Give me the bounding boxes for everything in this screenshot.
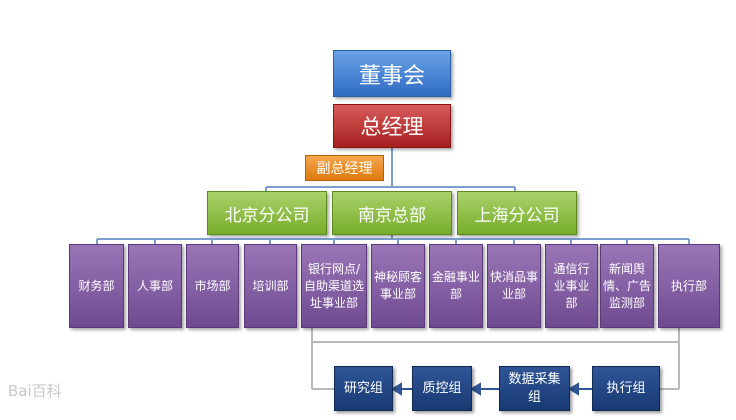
dept-finance-business: 金融事业部 [429,244,483,328]
dept-bank-site-selection: 银行网点/自助渠道选址事业部 [301,244,367,328]
dept-news-ad-monitoring: 新闻舆情、广告监测部 [600,244,654,328]
dept-execution: 执行部 [658,244,720,328]
watermark-logo: Bai百科 [8,382,62,400]
branch-beijing: 北京分公司 [207,191,327,235]
general-manager-box: 总经理 [333,104,451,148]
dept-finance: 财务部 [69,244,124,328]
dept-hr: 人事部 [128,244,182,328]
dept-fmcg: 快消品事业部 [487,244,541,328]
deputy-gm-box: 副总经理 [305,155,384,181]
group-quality-control: 质控组 [412,366,472,411]
dept-mystery-shopper: 神秘顾客事业部 [371,244,425,328]
branch-nanjing: 南京总部 [332,191,452,235]
dept-telecom: 通信行业事业部 [545,244,598,328]
branch-shanghai: 上海分公司 [457,191,577,235]
dept-marketing: 市场部 [186,244,239,328]
group-execution: 执行组 [592,366,660,411]
group-research: 研究组 [334,366,393,411]
dept-training: 培训部 [244,244,297,328]
board-box: 董事会 [333,50,451,97]
group-data-collection: 数据采集组 [499,366,570,411]
